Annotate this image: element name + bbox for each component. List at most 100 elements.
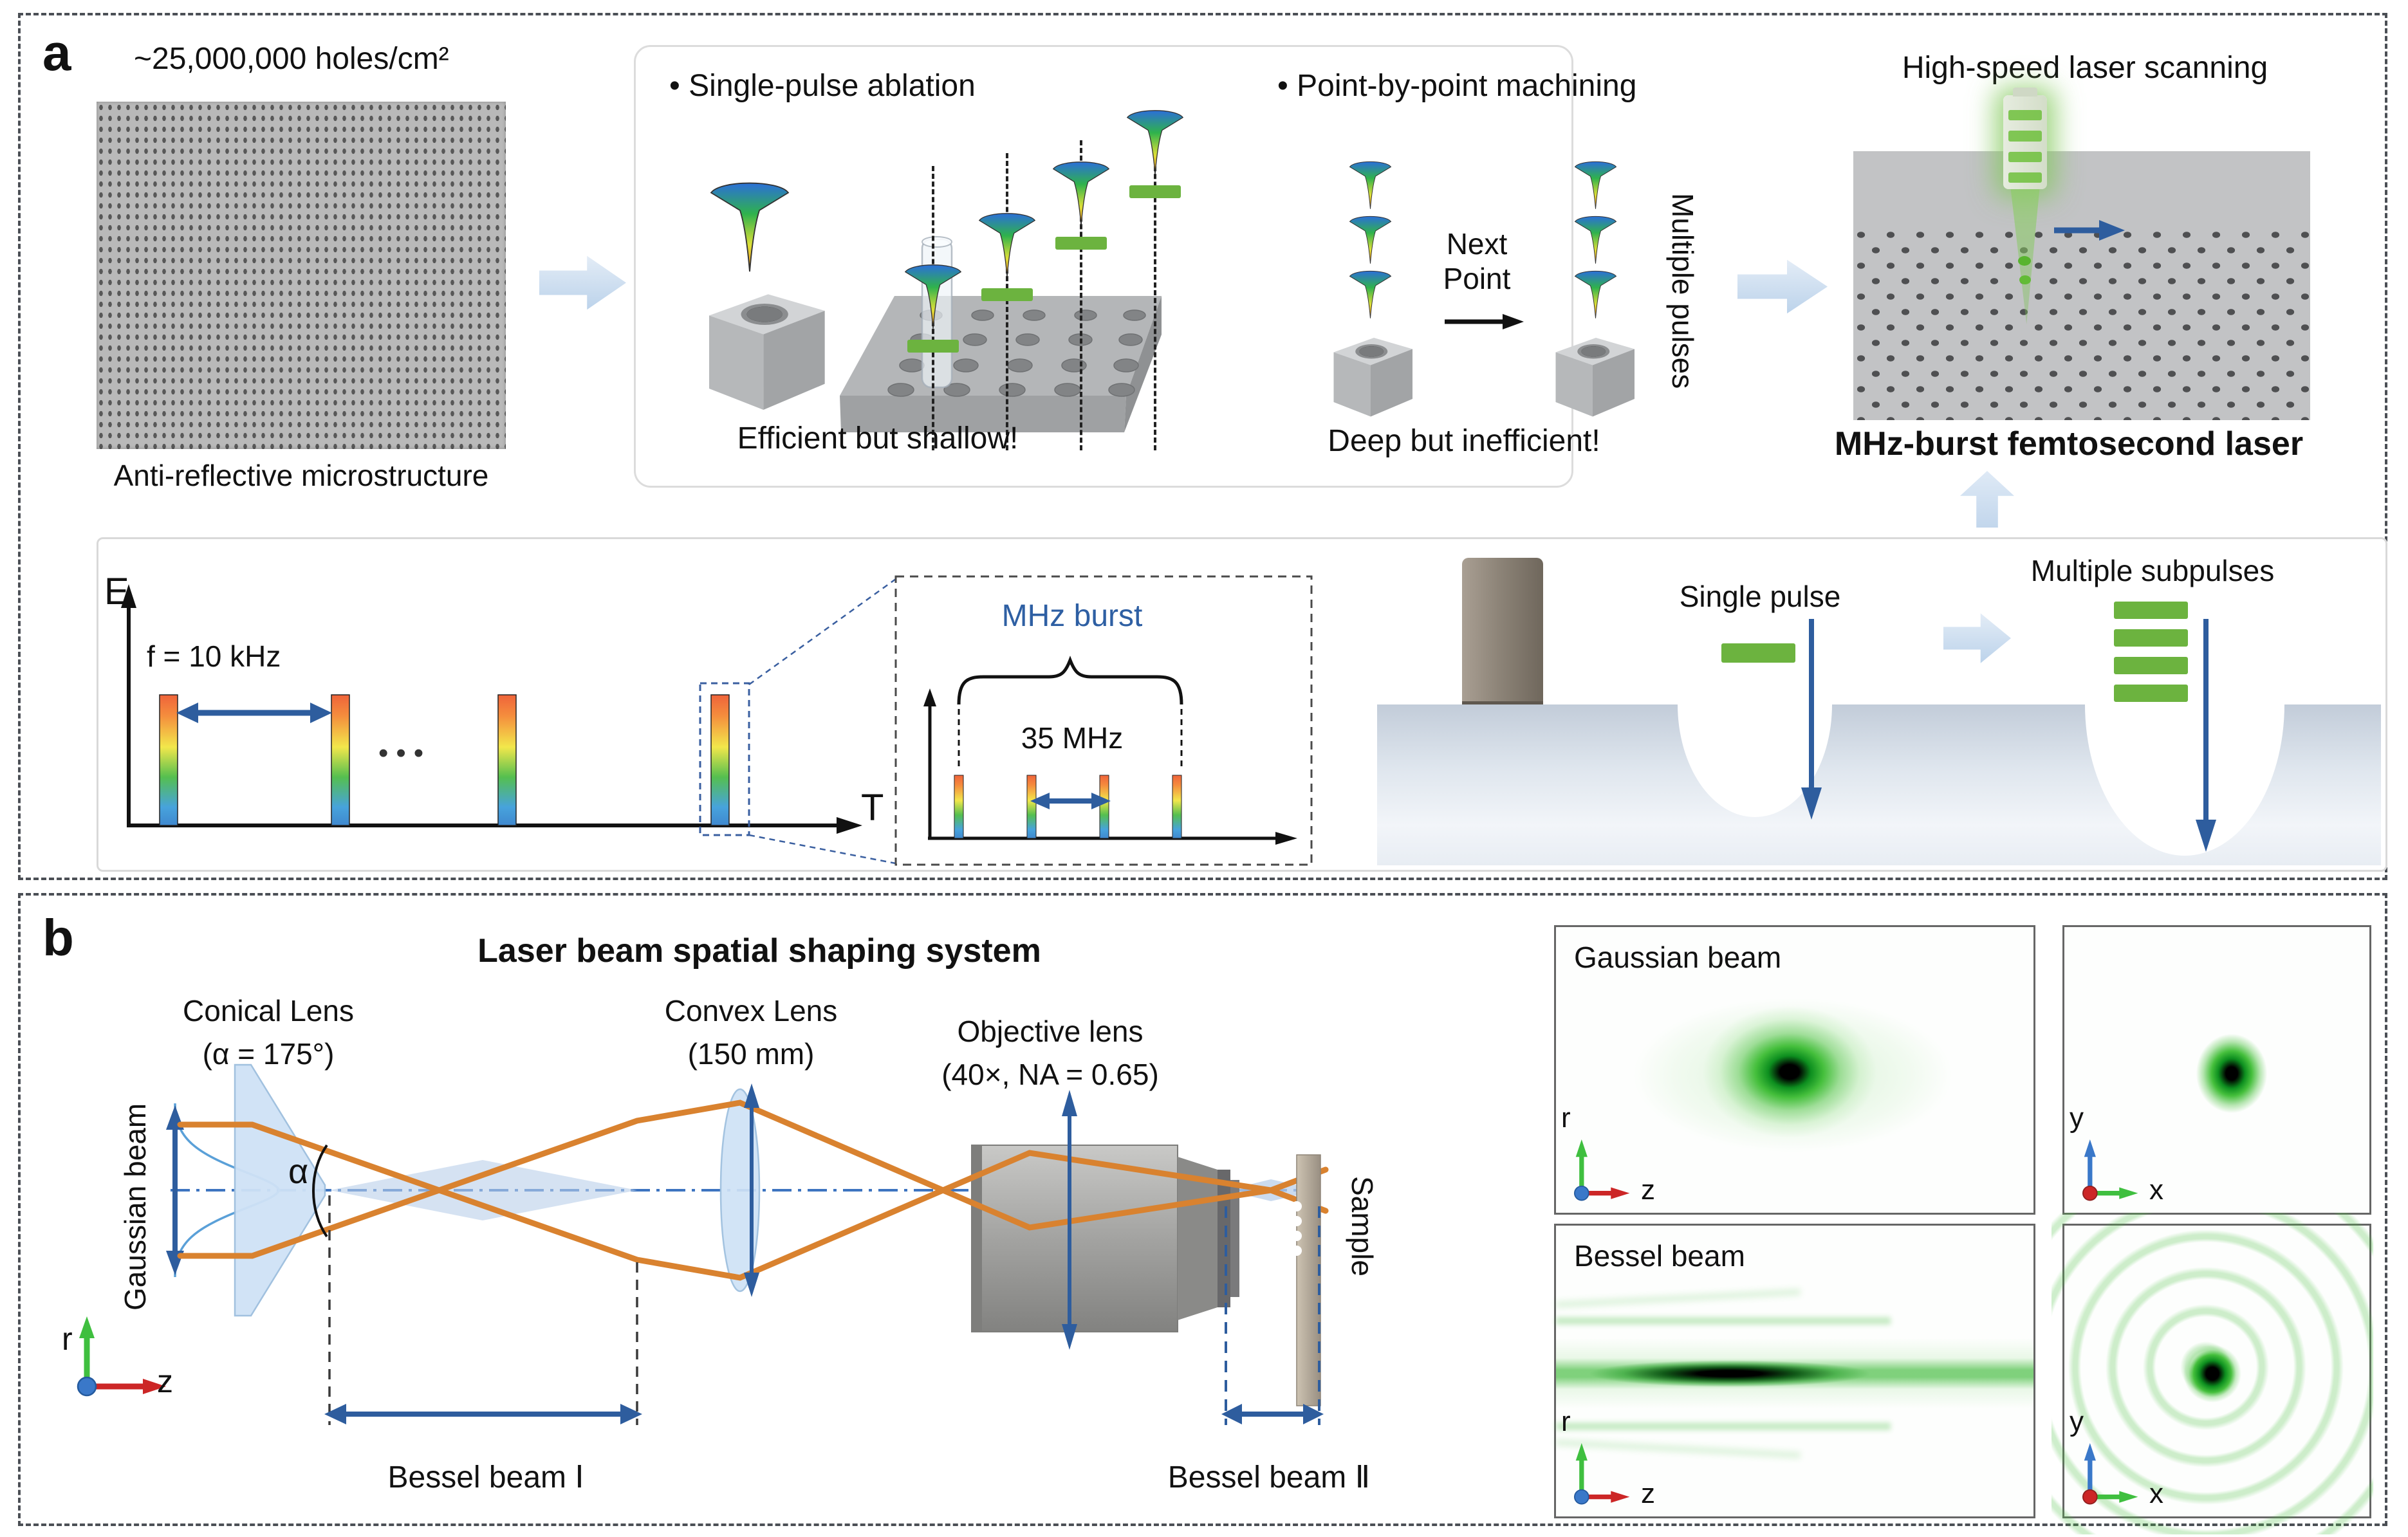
subpulse-bar [2114,657,2188,674]
bessel-core-streak [1582,1359,1878,1388]
rep-rate-label: f = 10 kHz [147,640,281,673]
machining-line [1006,153,1008,450]
main-r-axis-label: r [62,1321,73,1357]
t-axis-label: T [861,787,884,829]
head-bar [2008,131,2042,142]
gaussian-rz-panel: Gaussian beam r z [1554,925,2035,1215]
pulse-train-plot [121,575,1313,866]
scanned-holes-area [1853,227,2310,420]
bessel-yx-panel: y x [2051,1213,2373,1534]
r-axis-label: r [1561,1406,1571,1437]
conical-lens-line1: Conical Lens [183,994,354,1027]
mhz-burst-label: MHz burst [1001,599,1143,633]
multiple-subpulses-label: Multiple subpulses [2030,554,2275,587]
scan-direction-arrow [2054,220,2125,241]
rz-axes-icon [1568,1437,1632,1507]
conical-lens-line2: (α = 175°) [202,1036,335,1071]
head-tab [2012,87,2038,97]
objective-line1: Objective lens [957,1015,1144,1048]
ablated-cube-icon [1528,325,1660,421]
machining-line [1080,140,1082,450]
panel-a-label: a [42,24,71,81]
e-axis-label: E [104,571,129,612]
r-axis-label: r [1561,1102,1571,1134]
yx-axes-icon [2076,1437,2140,1507]
head-bar [2008,172,2042,183]
pulse-cone-icon [1562,161,1629,212]
machining-caption: Deep but inefficient! [1328,424,1600,458]
bessel-side-lobe [1556,1317,1891,1325]
laser-head-icon [1462,558,1543,715]
pulse-cone-icon [1337,161,1404,212]
subpulse-bar [2114,685,2188,702]
beam-shaping-diagram [77,1063,1329,1425]
next-point-label: Next Point [1429,226,1525,296]
machined-surface [1377,704,2381,865]
train-ellipsis: ••• [378,737,432,769]
hole-density-label: ~25,000,000 holes/cm² [134,42,449,76]
scanning-surface [1853,151,2310,420]
subpulse-bar [2114,629,2188,647]
ablation-caption: Efficient but shallow! [737,421,1019,456]
head-bar [2008,110,2042,121]
next-point-line1: Next [1446,227,1508,261]
focus-level-bar [907,340,959,353]
pulse-bar [1721,643,1795,663]
microstructure-image [97,102,506,449]
scanning-title: High-speed laser scanning [1902,51,2268,85]
sample-label: Sample [1346,1176,1379,1276]
pulse-cone-icon [1562,270,1629,322]
convex-lens-label: Convex Lens (150 mm) [622,989,880,1075]
gaussian-spot-blob [2190,1027,2274,1120]
head-bar [2008,151,2042,162]
multiple-pulses-label: Multiple pulses [1666,193,1699,389]
bessel-center-dot [2183,1345,2241,1403]
panel-b-label: b [42,909,74,966]
machining-title: • Point-by-point machining [1277,69,1637,103]
objective-lens-label: Objective lens (40×, NA = 0.65) [889,1010,1211,1096]
alpha-label: α [288,1152,309,1191]
focus-level-bar [1129,185,1181,198]
yx-axes-icon [2076,1133,2140,1204]
panel-b-title: Laser beam spatial shaping system [477,932,1041,970]
y-axis-label: y [2070,1406,2084,1437]
x-axis-label: x [2149,1478,2163,1509]
pulse-cone-icon [978,212,1036,282]
rz-axes-icon [1568,1133,1632,1204]
pulse-down-arrows [1801,619,2216,852]
mhz-burst-laser-caption: MHz-burst femtosecond laser [1834,425,2304,463]
convex-lens-line1: Convex Lens [664,994,838,1027]
single-pulse-label: Single pulse [1679,580,1841,613]
subpulse-bar [2114,602,2188,619]
fresh-hole-dot [2019,275,2031,284]
bessel-side-lobe [1556,1422,1891,1430]
pulse-cone-icon [1052,161,1110,230]
bessel-region1-label: Bessel beam Ⅰ [387,1460,584,1495]
y-axis-label: y [2070,1102,2084,1134]
gaussian-focus-blob [1683,991,1896,1152]
z-axis-label: z [1641,1478,1655,1509]
laser-scan-head-icon [2003,87,2047,189]
z-axis-label: z [1641,1174,1655,1206]
pulse-cone-icon [1562,216,1629,267]
bessel-panel-title: Bessel beam [1574,1239,1745,1273]
gaussian-yx-panel: y x [2062,925,2371,1215]
pulse-cone-icon [904,264,962,333]
conical-lens-label: Conical Lens (α = 175°) [140,989,397,1075]
ablated-cube-icon [1306,325,1438,421]
pulse-cone-icon [1337,270,1404,322]
objective-line2: (40×, NA = 0.65) [941,1057,1159,1091]
pulse-cone-icon [1337,216,1404,267]
next-point-line2: Point [1443,262,1511,295]
pulse-cone-icon [1126,109,1184,179]
ablated-cube-icon [695,275,837,417]
convex-lens-line2: (150 mm) [687,1036,815,1071]
machining-line [1154,127,1156,450]
focus-level-bar [981,288,1033,301]
bessel-side-lobe [1555,1289,1801,1308]
focus-level-bar [1055,237,1107,250]
burst-rate-label: 35 MHz [1021,721,1124,755]
main-z-axis-label: z [157,1363,173,1399]
bessel-region2-label: Bessel beam Ⅱ [1167,1460,1371,1495]
